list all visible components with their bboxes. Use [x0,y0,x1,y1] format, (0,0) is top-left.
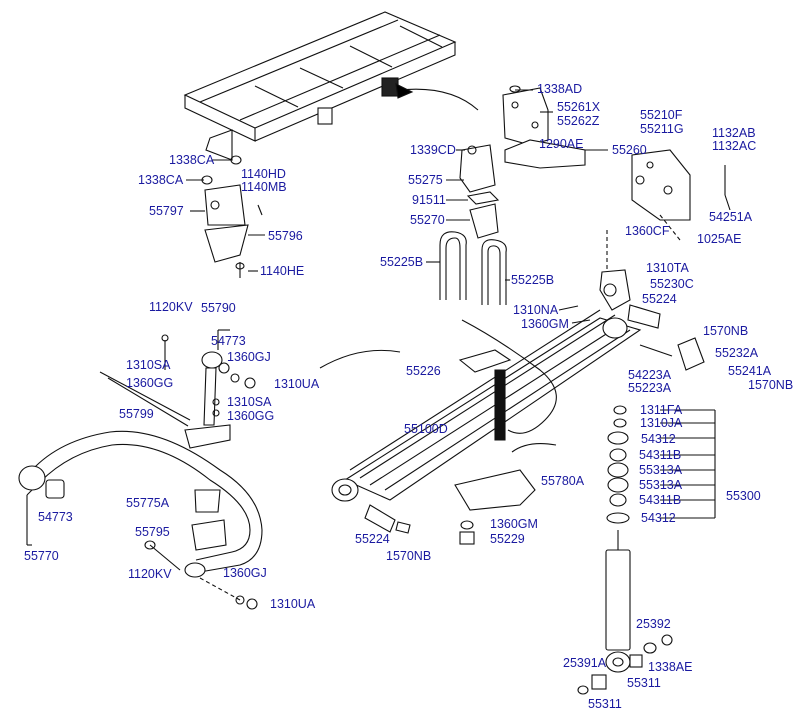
part-label: 55770 [24,549,59,563]
part-label: 1360GM [521,317,569,331]
part-label: 55225B [511,273,555,287]
shock-absorber-55300 [577,405,673,695]
part-label: 55230C [650,277,694,291]
part-label: 55210F [640,108,683,122]
part-label: 55226 [406,364,441,378]
part-label: 1132AC [712,139,757,153]
part-label: 1310TA [646,261,689,275]
part-label: 1310UA [270,597,316,611]
seat-55780a [454,469,536,511]
part-label: 55211G [640,122,684,136]
stabilizer-bar-55770 [18,430,263,610]
part-label: 55275 [408,173,443,187]
leader-lines [26,89,716,546]
part-label: 1140MB [241,180,287,194]
leaf-spring-55100d [331,309,642,502]
part-label: 1360GJ [223,566,267,580]
part-label: 1360GG [227,409,275,423]
part-label: 1310JA [640,416,683,430]
part-label: 55225B [380,255,424,269]
part-label: 91511 [412,193,446,207]
hanger-55210f [631,149,731,241]
plate-55232a [677,337,705,371]
part-label: 1338AD [537,82,583,96]
part-label: 1132AB [712,126,756,140]
part-label: 55795 [135,525,170,539]
part-label: 1570NB [386,549,432,563]
part-label: 55799 [119,407,154,421]
part-label: 55270 [410,213,445,227]
part-label: 54223A [628,368,672,382]
part-label: 55100D [404,422,448,436]
part-label: 55229 [490,532,525,546]
part-label: 1360GJ [227,350,271,364]
part-label: 1338AE [648,660,693,674]
part-label: 1120KV [128,567,172,581]
part-label: 54312 [641,432,676,446]
part-label: 1310NA [513,303,559,317]
part-label: 54773 [211,334,246,348]
part-label: 55313A [639,478,683,492]
part-label: 55262Z [557,114,600,128]
part-label: 55311 [627,676,661,690]
part-label: 1310SA [126,358,171,372]
u-bolts [439,231,507,305]
part-label: 1360GG [126,376,174,390]
bracket-55796 [204,224,249,263]
part-label: 1360GM [490,517,538,531]
part-label: 1570NB [748,378,794,392]
part-label: 55313A [639,463,683,477]
part-label: 1140HD [241,167,286,181]
part-label: 1140HE [260,264,305,278]
part-label: 55300 [726,489,761,503]
part-label: 1120KV [149,300,193,314]
part-label: 1339CD [410,143,456,157]
part-label: 55224 [642,292,677,306]
part-label: 54311B [639,493,682,507]
part-label: 54773 [38,510,73,524]
part-label: 55224 [355,532,390,546]
part-label: 1310UA [274,377,320,391]
part-label: 54312 [641,511,676,525]
part-label: 1290AE [539,137,584,151]
bumper-55270 [469,203,499,239]
part-label: 25391A [563,656,607,670]
part-label: 55311 [588,697,622,711]
part-label: 1311FA [640,403,683,417]
part-label: 55223A [628,381,672,395]
part-label: 1360CF [625,224,670,238]
shackle-55230c [599,269,631,311]
part-label: 55790 [201,301,236,315]
part-label: 25392 [636,617,671,631]
part-label: 1338CA [138,173,184,187]
chassis-frame [183,11,457,161]
pad-55260 [504,139,586,169]
part-label: 1570NB [703,324,749,338]
part-label: 54311B [639,448,682,462]
part-label: 55241A [728,364,772,378]
part-label: 55775A [126,496,170,510]
part-label: 54251A [709,210,753,224]
part-label: 55780A [541,474,585,488]
part-label: 55797 [149,204,184,218]
part-label: 1338CA [169,153,215,167]
bracket-55275 [459,144,496,193]
part-label: 55261X [557,100,601,114]
part-label: 1025AE [697,232,742,246]
part-label: 1310SA [227,395,272,409]
part-label: 55796 [268,229,303,243]
stabilizer-link [99,334,256,449]
part-label: 55260 [612,143,647,157]
part-label: 55232A [715,346,759,360]
